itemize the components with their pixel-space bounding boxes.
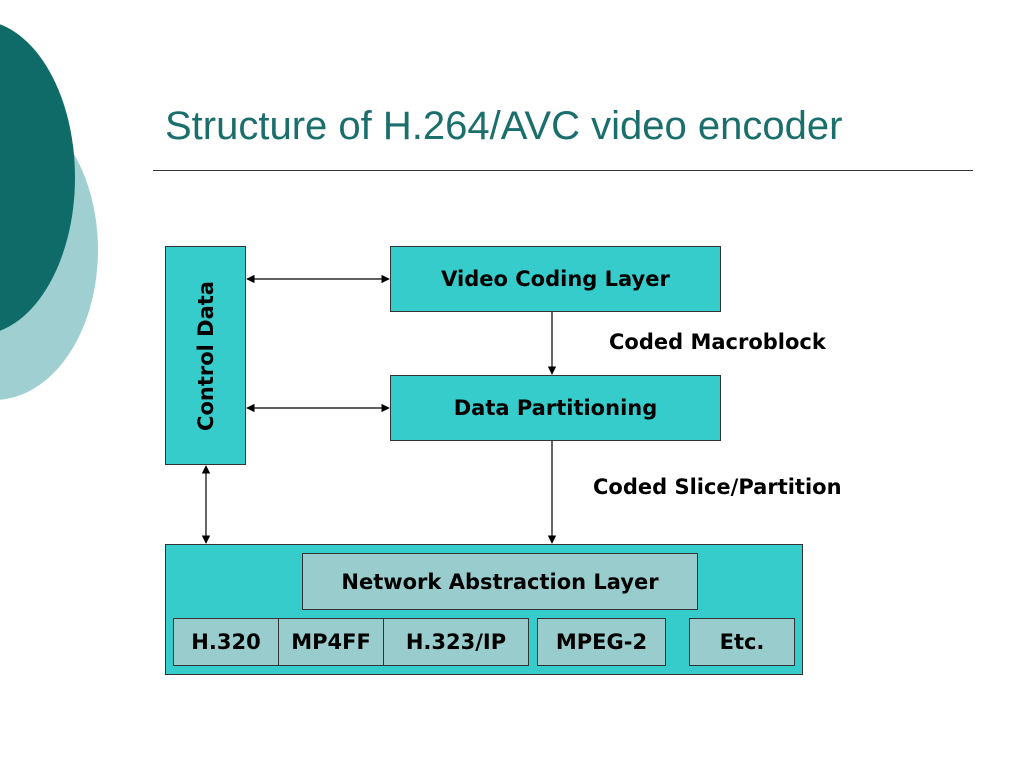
transport-box-h320: H.320 (173, 618, 279, 666)
transport-label: H.320 (191, 630, 261, 654)
coded-slice-partition-label: Coded Slice/Partition (593, 475, 842, 499)
data-partitioning-box: Data Partitioning (390, 375, 721, 441)
title-divider (153, 170, 973, 171)
transport-label: MPEG-2 (555, 630, 648, 654)
control-data-box: Control Data (165, 246, 246, 465)
video-coding-layer-box: Video Coding Layer (390, 246, 721, 312)
transport-label: H.323/IP (405, 630, 507, 654)
slide-title: Structure of H.264/AVC video encoder (165, 104, 843, 148)
control-data-label: Control Data (193, 280, 218, 431)
coded-macroblock-label: Coded Macroblock (609, 330, 826, 354)
transport-label: MP4FF (291, 630, 371, 654)
network-abstraction-layer-label: Network Abstraction Layer (341, 569, 659, 594)
video-coding-layer-label: Video Coding Layer (441, 267, 670, 291)
transport-box-etc: Etc. (689, 618, 795, 666)
transport-label: Etc. (719, 630, 765, 654)
data-partitioning-label: Data Partitioning (453, 396, 658, 420)
transport-box-mpeg2: MPEG-2 (537, 618, 666, 666)
network-abstraction-layer-box: Network Abstraction Layer (302, 553, 698, 610)
transport-box-h323ip: H.323/IP (383, 618, 529, 666)
transport-box-mp4ff: MP4FF (278, 618, 384, 666)
